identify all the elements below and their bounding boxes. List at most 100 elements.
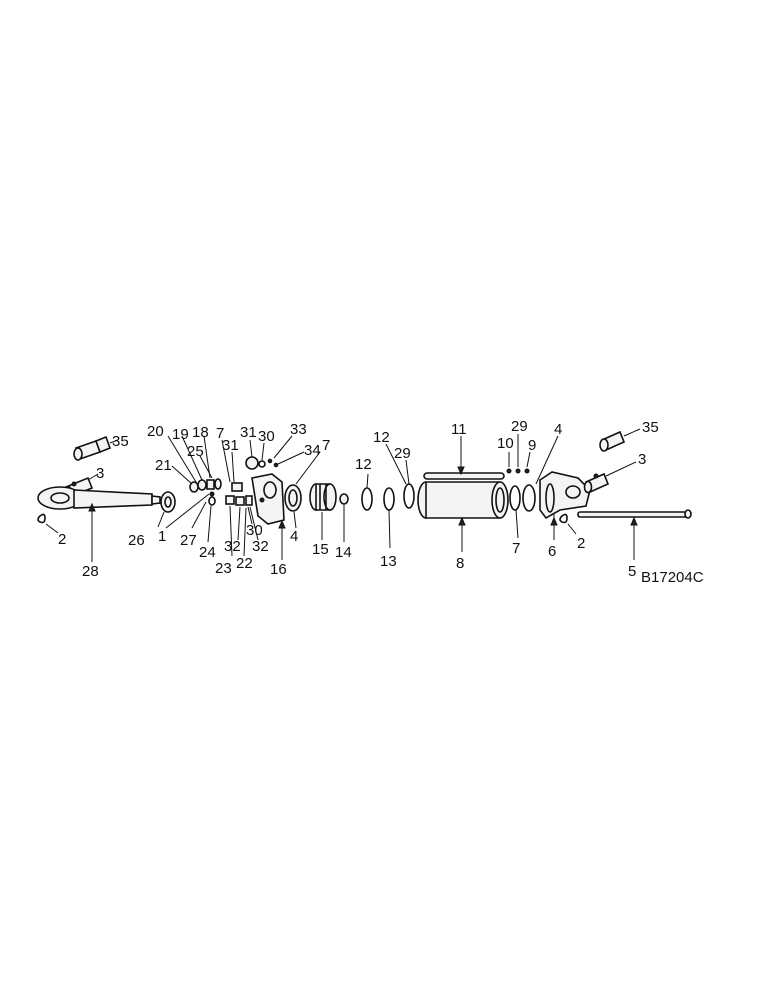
- leader-23: [229, 505, 233, 557]
- callout-30b: 30: [246, 522, 263, 539]
- callout-12b: 12: [373, 429, 390, 446]
- callout-32b: 32: [252, 538, 269, 555]
- callout-34: 34: [304, 442, 321, 459]
- callout-8: 8: [456, 555, 464, 572]
- callout-32a: 32: [224, 538, 241, 555]
- arrow-16: [278, 519, 286, 529]
- valve-small-parts: [189, 478, 222, 506]
- leader-3-left: [87, 473, 99, 481]
- o-ring-part-12: [361, 487, 373, 511]
- leader-35-left: [109, 439, 119, 444]
- callout-29b: 29: [511, 418, 528, 435]
- callout-29a: 29: [394, 445, 411, 462]
- callout-31b: 31: [222, 437, 239, 454]
- leader-2-left: [45, 523, 59, 534]
- callout-31a: 31: [240, 424, 257, 441]
- gland-part-16: [251, 473, 285, 525]
- callout-4-left: 4: [290, 528, 298, 545]
- callout-9: 9: [528, 437, 536, 454]
- leader-29a: [405, 459, 410, 485]
- leader-26: [157, 511, 165, 528]
- leader-33: [273, 435, 293, 459]
- callout-22: 22: [236, 555, 253, 572]
- callout-15: 15: [312, 541, 329, 558]
- leader-1: [165, 493, 210, 529]
- part-9: [524, 468, 530, 474]
- callout-30a: 30: [258, 428, 275, 445]
- seal-ring-part-4-left: [284, 484, 302, 512]
- callout-28: 28: [82, 563, 99, 580]
- leader-19: [181, 435, 203, 481]
- part-29b: [515, 468, 521, 474]
- callout-12a: 12: [355, 456, 372, 473]
- seal-ring-part-4-right: [522, 484, 536, 512]
- figure-code: B17204C: [641, 569, 704, 586]
- leader-31b: [231, 451, 235, 483]
- piston-rod-part-28: [37, 486, 161, 510]
- barrel-part-8: [417, 481, 509, 519]
- arrow-28: [88, 502, 96, 512]
- callout-35-left: 35: [112, 433, 129, 450]
- callout-21: 21: [155, 457, 172, 474]
- leader-20: [167, 435, 197, 483]
- callout-6: 6: [548, 543, 556, 560]
- leader-4-left: [293, 511, 297, 529]
- leader-24: [207, 505, 212, 543]
- callout-7a: 7: [322, 437, 330, 454]
- callout-14: 14: [335, 544, 352, 561]
- callout-3-right: 3: [638, 451, 646, 468]
- leader-7b: [515, 509, 519, 539]
- callout-4-right: 4: [554, 421, 562, 438]
- leader-17: [221, 439, 231, 483]
- callout-20: 20: [147, 423, 164, 440]
- callout-2-right: 2: [577, 535, 585, 552]
- arrow-5: [630, 516, 638, 526]
- leader-21: [171, 465, 193, 485]
- callout-10: 10: [497, 435, 514, 452]
- leader-32b: [249, 506, 259, 541]
- arrow-8: [458, 516, 466, 526]
- o-ring-part-13: [383, 487, 395, 511]
- callout-25: 25: [187, 443, 204, 460]
- pin-part-3-right: [583, 472, 610, 494]
- clip-part-2-left: [37, 513, 46, 524]
- clevis-end-part-6: [539, 471, 591, 520]
- part-10: [506, 468, 512, 474]
- pin-part-35-left: [73, 435, 112, 461]
- callout-23: 23: [215, 560, 232, 577]
- leader-34: [277, 451, 305, 465]
- leader-12b: [385, 443, 407, 485]
- callout-3-left: 3: [96, 465, 104, 482]
- leader-31a: [249, 439, 253, 458]
- nut-part-26: [160, 491, 176, 513]
- callout-27: 27: [180, 532, 197, 549]
- leader-12a: [366, 473, 369, 489]
- nut-part-14: [339, 493, 349, 505]
- callout-35-right: 35: [642, 419, 659, 436]
- leader-22: [243, 507, 247, 557]
- o-ring-part-29a: [403, 483, 415, 509]
- leader-7a: [295, 451, 321, 485]
- leader-2-right: [567, 523, 577, 535]
- callout-2-left: 2: [58, 531, 66, 548]
- callout-24: 24: [199, 544, 216, 561]
- arrow-6: [550, 516, 558, 526]
- arrow-11: [457, 466, 465, 476]
- callout-13: 13: [380, 553, 397, 570]
- callout-19: 19: [172, 426, 189, 443]
- tie-rod-part-5: [577, 509, 692, 519]
- callout-16: 16: [270, 561, 287, 578]
- leader-25: [199, 455, 213, 479]
- clip-part-2-right: [559, 513, 568, 524]
- leader-18: [203, 435, 211, 479]
- tie-rod-part-11: [423, 472, 505, 480]
- callout-26: 26: [128, 532, 145, 549]
- leader-4-right: [535, 435, 559, 485]
- leader-13: [388, 509, 391, 549]
- callout-17: 7: [216, 425, 224, 442]
- callout-7b: 7: [512, 540, 520, 557]
- leader-27: [191, 501, 207, 529]
- callout-33: 33: [290, 421, 307, 438]
- leader-3-right: [605, 461, 637, 477]
